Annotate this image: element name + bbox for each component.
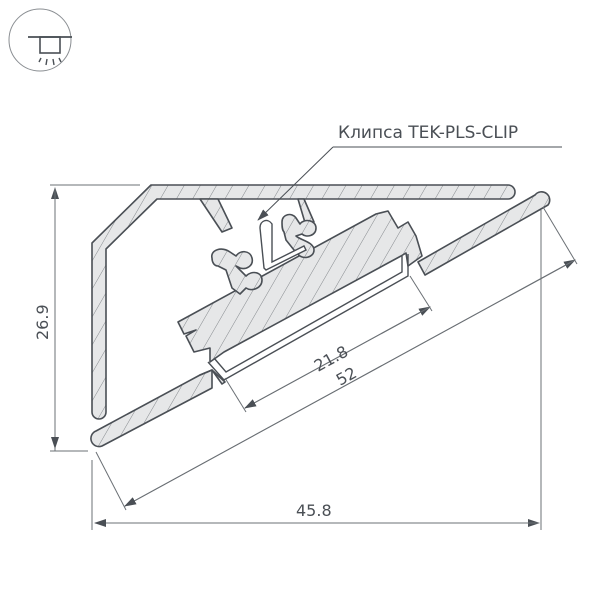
diagonal-dimension-label: 52 xyxy=(333,363,360,389)
height-dimension-label: 26.9 xyxy=(33,304,52,340)
led-channel xyxy=(207,254,409,381)
clip-callout-label: Клипса TEK-PLS-CLIP xyxy=(338,123,518,143)
width-dimension xyxy=(91,210,542,530)
aluminum-profile xyxy=(90,184,551,448)
diagonal-dimension xyxy=(95,206,578,511)
height-dimension xyxy=(50,184,140,452)
clip-part xyxy=(259,219,307,271)
width-dimension-label: 45.8 xyxy=(296,501,332,520)
inner-width-dimension xyxy=(224,275,433,413)
ceiling-light-icon xyxy=(8,8,72,72)
callout-leader xyxy=(257,146,562,221)
